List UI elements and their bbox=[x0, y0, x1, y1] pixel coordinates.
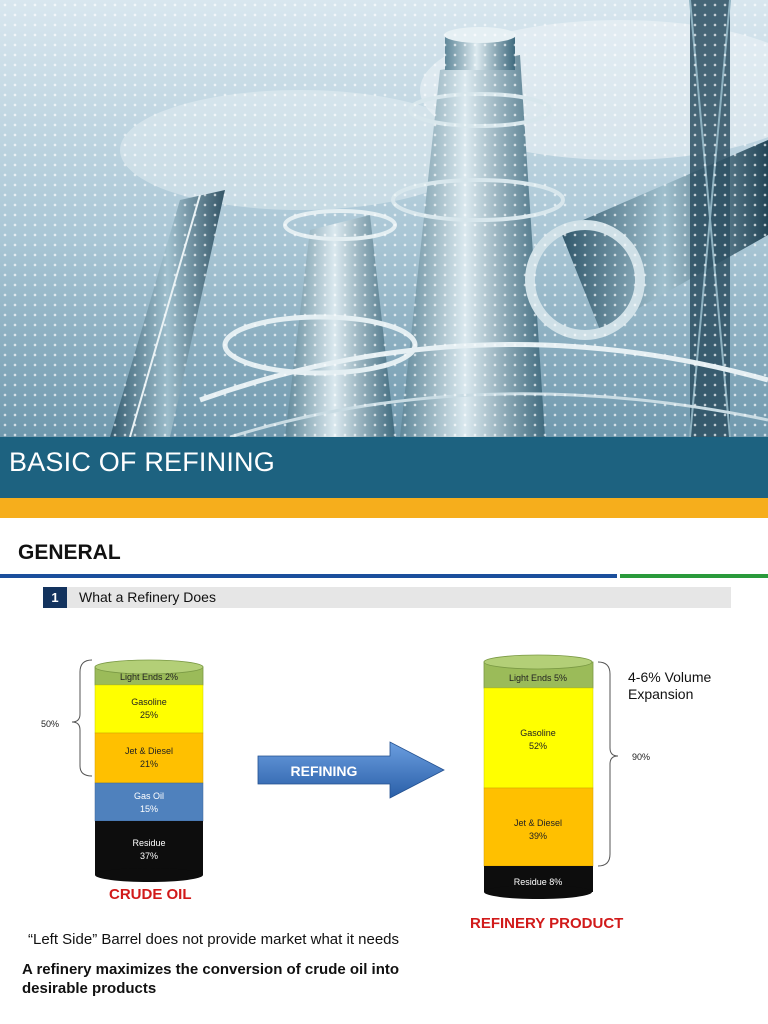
crude-barrel: Light Ends 2% Gasoline 25% Jet & Diesel … bbox=[94, 659, 204, 882]
product-barrel: Light Ends 5% Gasoline 52% Jet & Diesel … bbox=[483, 654, 594, 899]
crude-layer-gasoline bbox=[94, 684, 204, 734]
crude-light-ends-label: Light Ends 2% bbox=[120, 672, 178, 682]
step-header: 1 What a Refinery Does bbox=[43, 587, 731, 608]
crude-layer-jet-diesel bbox=[94, 732, 204, 784]
slide-title: BASIC OF REFINING bbox=[9, 447, 275, 477]
crude-gasoline-label: Gasoline bbox=[131, 697, 167, 707]
divider-green bbox=[620, 574, 768, 578]
volume-expansion-note: 4-6% Volume Expansion bbox=[628, 669, 712, 702]
product-gasoline-pct: 52% bbox=[529, 741, 547, 751]
crude-gasoline-pct: 25% bbox=[140, 710, 158, 720]
conclusion-text: A refinery maximizes the conversion of c… bbox=[22, 961, 400, 997]
refining-diagram: Light Ends 2% Gasoline 25% Jet & Diesel … bbox=[71, 654, 619, 899]
section-heading: GENERAL bbox=[18, 541, 121, 564]
crude-bracket bbox=[71, 659, 93, 777]
product-bracket-label: 90% bbox=[632, 752, 651, 762]
hero-refinery-image bbox=[0, 0, 768, 437]
product-layer-jet-diesel bbox=[483, 787, 594, 867]
product-gasoline-label: Gasoline bbox=[520, 728, 556, 738]
product-jet-diesel-pct: 39% bbox=[529, 831, 547, 841]
step-label: What a Refinery Does bbox=[79, 589, 216, 605]
crude-gas-oil-label: Gas Oil bbox=[134, 791, 164, 801]
crude-jet-diesel-label: Jet & Diesel bbox=[125, 746, 173, 756]
crude-residue-pct: 37% bbox=[140, 851, 158, 861]
accent-band bbox=[0, 498, 768, 518]
crude-oil-label: CRUDE OIL bbox=[109, 886, 192, 903]
refining-arrow: REFINING bbox=[257, 741, 445, 799]
crude-residue-label: Residue bbox=[132, 838, 165, 848]
product-light-ends-label: Light Ends 5% bbox=[509, 673, 567, 683]
crude-bracket-label: 50% bbox=[41, 719, 60, 729]
step-number: 1 bbox=[43, 587, 67, 608]
crude-jet-diesel-pct: 21% bbox=[140, 759, 158, 769]
refinery-product-label: REFINERY PRODUCT bbox=[470, 915, 624, 932]
product-layer-gasoline bbox=[483, 687, 594, 789]
crude-layer-residue bbox=[95, 821, 203, 875]
product-residue-label: Residue 8% bbox=[514, 877, 563, 887]
title-band: BASIC OF REFINING bbox=[0, 437, 768, 498]
product-jet-diesel-label: Jet & Diesel bbox=[514, 818, 562, 828]
product-bracket bbox=[597, 661, 619, 867]
refining-arrow-label: REFINING bbox=[291, 763, 358, 779]
left-side-note: “Left Side” Barrel does not provide mark… bbox=[28, 931, 400, 948]
divider-blue bbox=[0, 574, 617, 578]
crude-layer-gas-oil bbox=[94, 782, 204, 822]
crude-gas-oil-pct: 15% bbox=[140, 804, 158, 814]
